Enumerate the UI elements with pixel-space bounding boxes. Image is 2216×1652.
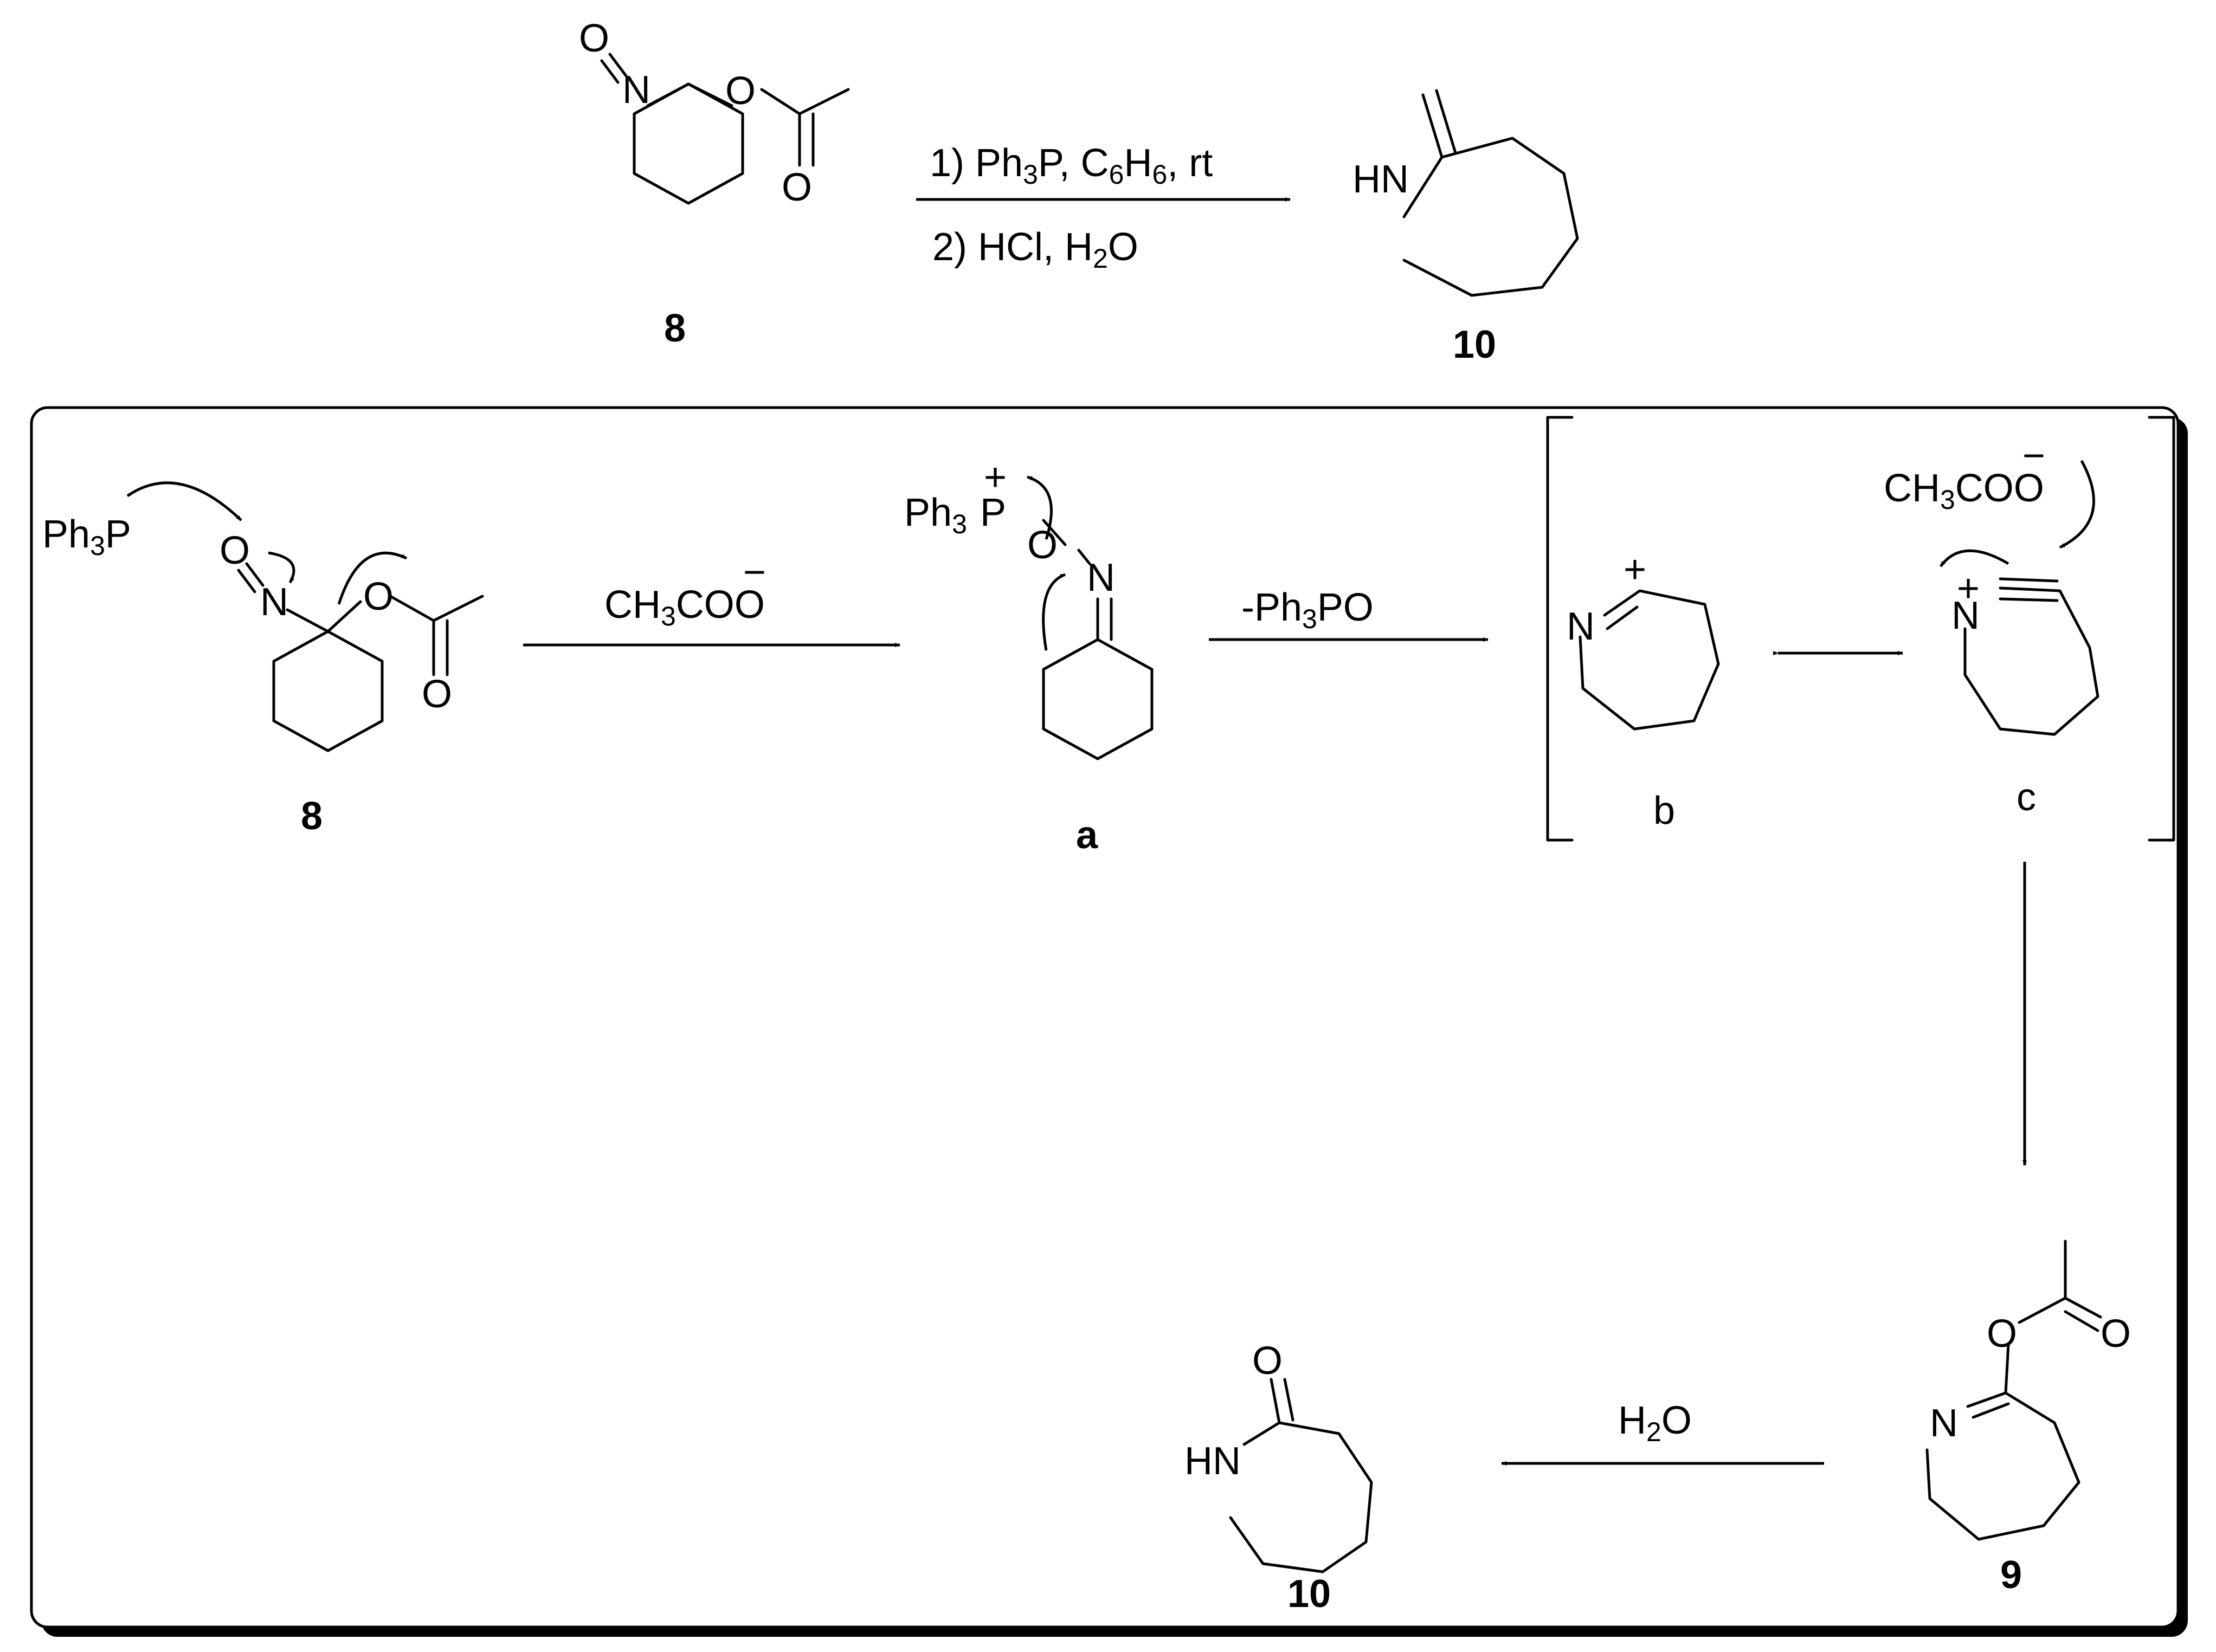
- reagent-step-1: 1) Ph3P, C6H6, rt: [930, 141, 1213, 190]
- ester-oxygen-label: O: [725, 69, 756, 113]
- water-label: H2O: [1618, 1399, 1692, 1447]
- ph3po-loss-label: -Ph3PO: [1241, 586, 1374, 634]
- nitroso-oxygen-label: O: [579, 17, 609, 60]
- c-nitrogen-label: N: [1951, 594, 1980, 637]
- c-acetate-label: CH3COO−: [1884, 434, 2045, 515]
- product-10-label-top: 10: [1453, 323, 1496, 366]
- lactam-hn-label: HN: [1184, 1440, 1241, 1483]
- a-ph3-label: Ph3: [904, 491, 967, 539]
- compound-8-structure: O N O O: [579, 17, 850, 209]
- compound-9-carbonyl-oxygen-label: O: [2101, 1312, 2131, 1356]
- intermediate-a-structure: Ph3 P + O N: [904, 456, 1154, 760]
- carbonyl-oxygen-label: O: [782, 166, 812, 209]
- compound-9-ester-oxygen-label: O: [1987, 1312, 2017, 1356]
- c-charge: +: [1957, 567, 1980, 610]
- acetate-reagent-1: CH3COO−: [604, 551, 766, 631]
- a-phosphonium-charge: +: [984, 456, 1007, 499]
- compound-9-nitrogen-label: N: [1930, 1402, 1958, 1445]
- b-nitrogen-label: N: [1567, 605, 1595, 648]
- curved-arrow-c-o-cleavage: [337, 551, 408, 605]
- lactam-oxygen-label: O: [1252, 1339, 1283, 1383]
- overall-reaction: O N O O 8 1) Ph3P, C6H6, rt 2) HCl, H2O …: [579, 17, 1579, 366]
- product-10-methylene-structure: HN: [1352, 89, 1579, 297]
- intermediate-a-label: a: [1076, 814, 1098, 857]
- compound-8-label: 8: [664, 307, 686, 350]
- product-10-caprolactam-structure: O HN: [1184, 1339, 1373, 1573]
- mechanism-panel: Ph3P O N O O 8 CH3COO−: [30, 406, 2188, 1637]
- intermediate-c-label: c: [2017, 776, 2036, 819]
- curved-arrow-n-o: [268, 551, 295, 584]
- compound-9-label: 9: [2000, 1553, 2022, 1597]
- b-charge: +: [1624, 548, 1646, 591]
- intermediate-b-structure: N +: [1567, 548, 1720, 731]
- compound-8-mechanism-structure: O N O O: [220, 529, 484, 752]
- compound-9-structure: N O O: [1925, 1240, 2131, 1541]
- a-nitrogen-label: N: [1087, 556, 1115, 599]
- compound-8-mech-label: 8: [301, 795, 323, 838]
- intermediate-c-structure: N + CH3COO−: [1884, 434, 2099, 736]
- curved-arrow-ring-migration: [1042, 573, 1066, 651]
- curved-arrow-iminium: [1939, 549, 2009, 567]
- intermediate-b-label: b: [1653, 789, 1675, 833]
- a-phosphorus-label: P: [980, 491, 1006, 534]
- hn-label-top: HN: [1352, 158, 1409, 201]
- triphenylphosphine-label: Ph3P: [42, 513, 131, 561]
- curved-arrow-phosphine-attack: [126, 481, 242, 521]
- product-10-label: 10: [1287, 1572, 1331, 1616]
- curved-arrow-p-o: [1027, 475, 1053, 540]
- nitroso-oxygen-label-mech: O: [220, 529, 250, 572]
- carbonyl-oxygen-label-mech: O: [422, 673, 452, 716]
- nitroso-nitrogen-label-mech: N: [260, 580, 288, 624]
- ester-oxygen-label-mech: O: [363, 575, 394, 618]
- panel-frame: [30, 406, 2180, 1629]
- resonance-bracket: [1546, 416, 2175, 842]
- nitroso-nitrogen-label: N: [622, 68, 650, 112]
- curved-arrow-acetate-attack: [2059, 460, 2095, 549]
- reagent-step-2: 2) HCl, H2O: [932, 225, 1138, 274]
- a-oxygen-label: O: [1027, 524, 1058, 567]
